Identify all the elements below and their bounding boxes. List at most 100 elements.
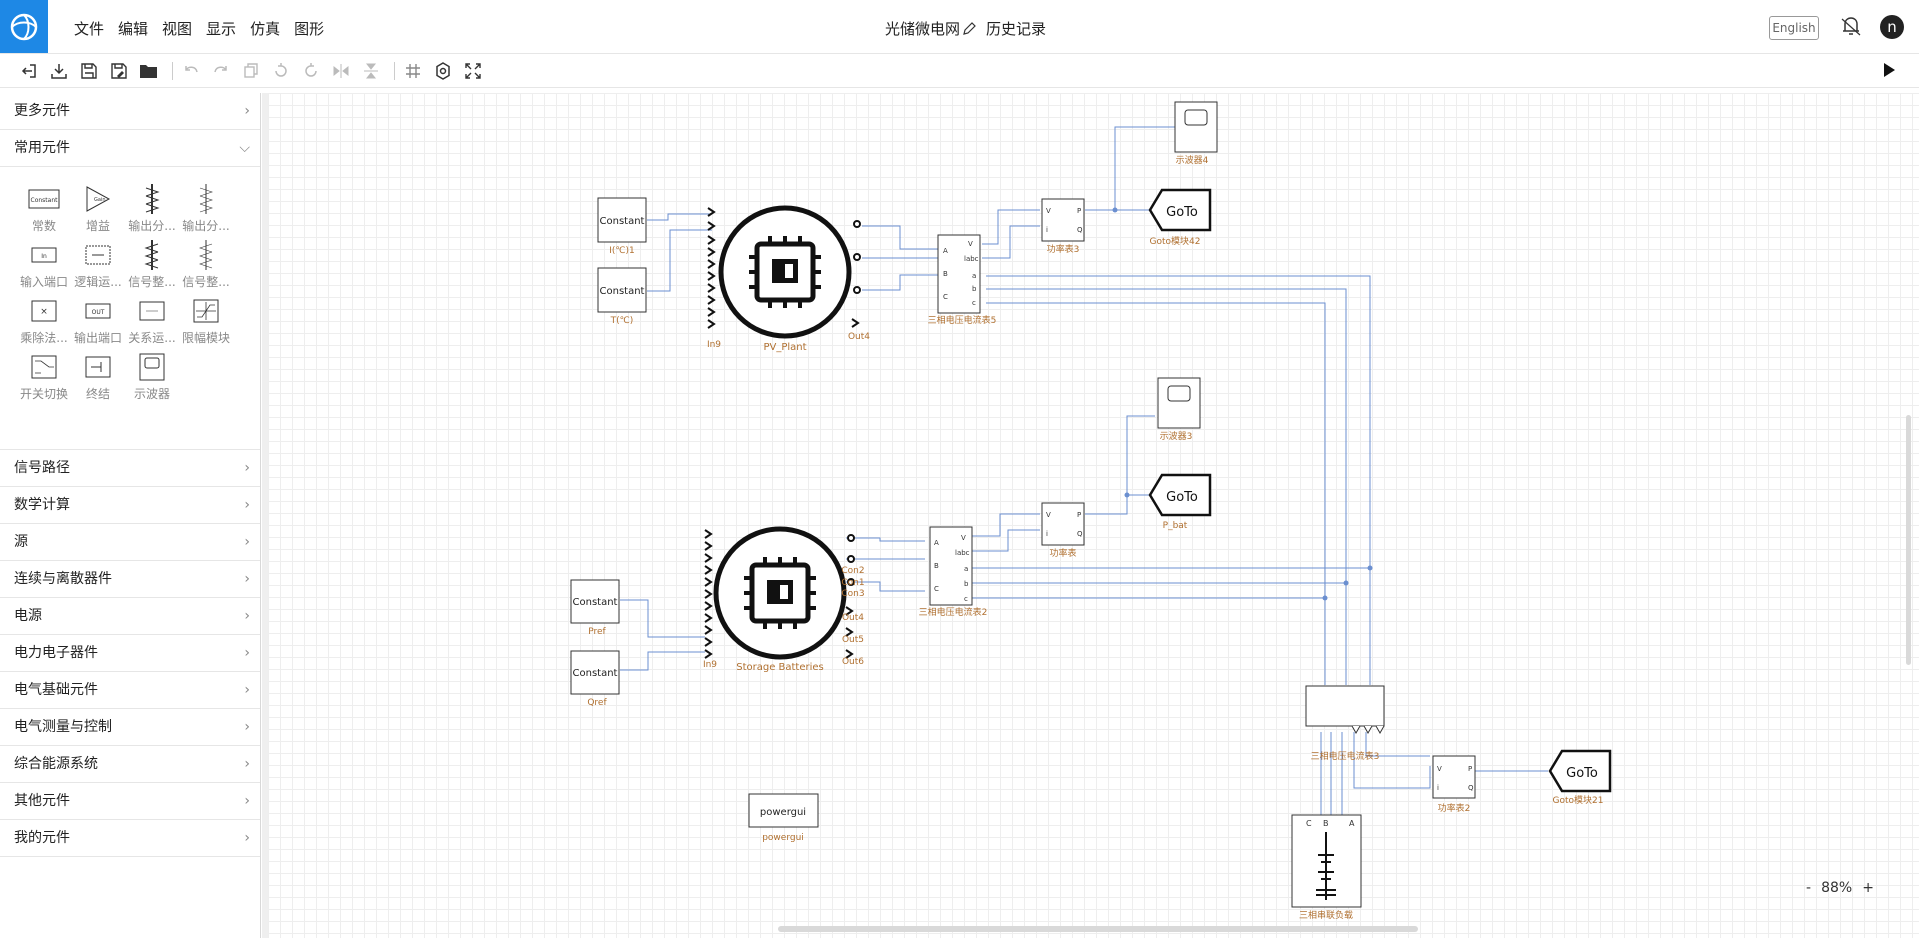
grid-button[interactable] — [402, 60, 424, 82]
sidebar-resize-handle[interactable] — [262, 93, 268, 938]
svg-text:B: B — [943, 270, 948, 278]
flip-vertical-button[interactable] — [360, 60, 382, 82]
pv-plant-block[interactable]: In9 Out4 PV_Plant — [707, 205, 870, 353]
constant-i-block[interactable]: Constant I(℃)1 — [597, 197, 647, 256]
palette-logic[interactable]: 逻辑运... — [70, 237, 126, 290]
gain-block-icon: Gain — [86, 186, 111, 212]
palette-demux-1[interactable]: 输出分... — [124, 181, 180, 234]
meter3-block[interactable]: 三相电压电流表3 — [1305, 685, 1385, 762]
palette-constant[interactable]: Constant 常数 — [16, 181, 72, 234]
zoom-out-button[interactable]: - — [1806, 880, 1812, 896]
section-label: 电力电子器件 — [14, 645, 98, 661]
section-power-sources[interactable]: 电源› — [0, 598, 260, 635]
goto21-block[interactable]: GoTo Goto模块21 — [1548, 749, 1612, 806]
language-button[interactable]: English — [1769, 16, 1819, 40]
section-signal-routing[interactable]: 信号路径› — [0, 450, 260, 487]
section-electrical-basics[interactable]: 电气基础元件› — [0, 672, 260, 709]
scope3-block[interactable]: 示波器3 — [1157, 377, 1201, 442]
power-meter2-block[interactable]: V i P Q 功率表2 — [1432, 755, 1476, 814]
palette-scope[interactable]: 示波器 — [124, 349, 180, 402]
undo-button[interactable] — [180, 60, 202, 82]
block-label: 功率表3 — [1047, 243, 1080, 255]
user-avatar[interactable]: n — [1880, 15, 1904, 39]
section-math[interactable]: 数学计算› — [0, 487, 260, 524]
goto-pbat-block[interactable]: GoTo P_bat — [1148, 473, 1212, 531]
constant-pref-block[interactable]: Constant Pref — [570, 579, 620, 637]
palette-inport[interactable]: In 输入端口 — [16, 237, 72, 290]
run-simulation-button[interactable] — [1880, 61, 1898, 83]
open-folder-button[interactable] — [138, 60, 160, 82]
svg-text:Q: Q — [1468, 784, 1474, 792]
save-as-button[interactable] — [108, 60, 130, 82]
section-more-components[interactable]: 更多元件 › — [0, 93, 260, 130]
zoom-in-button[interactable]: + — [1862, 880, 1874, 896]
flip-vertical-icon — [364, 63, 378, 79]
palette-relational[interactable]: 关系运... — [124, 293, 180, 346]
chevron-right-icon: › — [244, 571, 250, 587]
copy-button[interactable] — [240, 60, 262, 82]
history-link[interactable]: 历史记录 — [986, 20, 1047, 38]
settings-button[interactable] — [432, 60, 454, 82]
section-integrated-energy[interactable]: 综合能源系统› — [0, 746, 260, 783]
section-measurement-control[interactable]: 电气测量与控制› — [0, 709, 260, 746]
port-label: Con1 — [841, 578, 864, 588]
palette-demux-2[interactable]: 输出分... — [178, 181, 234, 234]
grid-icon — [406, 64, 420, 78]
block-label: Pref — [588, 627, 606, 637]
section-label: 信号路径 — [14, 460, 70, 476]
palette-signal-2[interactable]: 信号整... — [178, 237, 234, 290]
rotate-right-button[interactable] — [300, 60, 322, 82]
palette-outport[interactable]: OUT 输出端口 — [70, 293, 126, 346]
menu-graphics[interactable]: 图形 — [294, 20, 325, 38]
zoom-control: - 88% + — [1806, 880, 1874, 896]
section-my-components[interactable]: 我的元件› — [0, 820, 260, 857]
power-meter3-block[interactable]: V i P Q 功率表3 — [1041, 198, 1085, 255]
section-other[interactable]: 其他元件› — [0, 783, 260, 820]
scope4-block[interactable]: 示波器4 — [1174, 101, 1218, 166]
goto42-block[interactable]: GoTo Goto模块42 — [1148, 188, 1212, 247]
edit-pencil-icon[interactable] — [962, 21, 976, 36]
rotate-left-button[interactable] — [270, 60, 292, 82]
signal-bus-icon — [144, 240, 159, 270]
redo-button[interactable] — [210, 60, 232, 82]
section-sources[interactable]: 源› — [0, 524, 260, 561]
fullscreen-button[interactable] — [462, 60, 484, 82]
meter5-block[interactable]: A B C V labc a b c 三相电压电流表5 — [928, 234, 997, 326]
import-button[interactable] — [48, 60, 70, 82]
menu-edit[interactable]: 编辑 — [118, 20, 149, 38]
palette-product[interactable]: × 乘除法... — [16, 293, 72, 346]
main-menu: 文件 编辑 视图 显示 仿真 图形 — [74, 18, 324, 39]
meter2-block[interactable]: A B C V labc a b c 三相电压电流表2 — [919, 526, 988, 618]
palette-saturation[interactable]: 限幅模块 — [178, 293, 234, 346]
powergui-block[interactable]: powergui powergui — [748, 793, 819, 843]
storage-batteries-block[interactable]: Con1 Con2 Con3 Out4 Out5 Out6 In9 Storag… — [703, 526, 865, 673]
flip-horizontal-button[interactable] — [330, 60, 352, 82]
constant-qref-block[interactable]: Constant Qref — [570, 650, 620, 708]
save-button[interactable] — [78, 60, 100, 82]
notification-bell[interactable] — [1840, 15, 1862, 41]
palette-terminator[interactable]: 终结 — [70, 349, 126, 402]
section-power-electronics[interactable]: 电力电子器件› — [0, 635, 260, 672]
three-phase-load-block[interactable]: C B A 三相串联负载 — [1291, 814, 1362, 921]
horizontal-scrollbar[interactable] — [778, 926, 1418, 932]
menu-display[interactable]: 显示 — [206, 20, 237, 38]
exit-icon — [21, 64, 36, 78]
diagram-canvas[interactable]: 示波器4 Constant I(℃)1 Constant T(℃) — [268, 93, 1919, 938]
palette-signal-1[interactable]: 信号整... — [124, 237, 180, 290]
constant-t-block[interactable]: Constant T(℃) — [597, 267, 647, 326]
block-text: Constant — [573, 668, 618, 679]
section-label: 其他元件 — [14, 793, 70, 809]
app-logo[interactable] — [0, 0, 48, 53]
section-common-components[interactable]: 常用元件 ⌵ — [0, 130, 260, 167]
menu-simulate[interactable]: 仿真 — [250, 20, 281, 38]
vertical-scrollbar[interactable] — [1906, 415, 1911, 665]
section-label: 电气测量与控制 — [14, 719, 112, 735]
exit-button[interactable] — [18, 60, 40, 82]
menu-view[interactable]: 视图 — [162, 20, 193, 38]
palette-switch[interactable]: 开关切换 — [16, 349, 72, 402]
power-meter-block[interactable]: V i P Q 功率表 — [1041, 502, 1085, 559]
section-continuous-discrete[interactable]: 连续与离散器件 › — [0, 561, 260, 598]
palette-gain[interactable]: Gain 增益 — [70, 181, 126, 234]
menu-file[interactable]: 文件 — [74, 20, 105, 38]
section-label: 连续与离散器件 — [14, 571, 112, 587]
